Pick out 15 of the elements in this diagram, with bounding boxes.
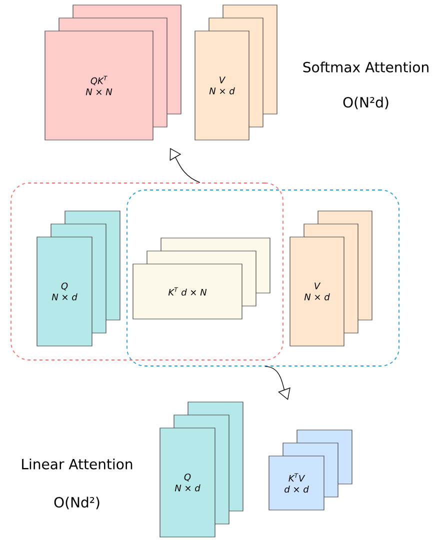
matrix-stack: Q N × d: [36, 210, 120, 346]
matrix-stack: Q N × d: [160, 402, 244, 538]
annotation-text: Softmax Attention: [303, 62, 428, 72]
matrix-stack: QK$^{T}$ N × N: [44, 4, 182, 140]
annotation-text: O(N²d): [343, 96, 388, 110]
matrix-stack: V N × d: [194, 4, 278, 140]
matrix-stack: K$^{T}$ d × N: [132, 238, 270, 320]
annotation-text: O(Nd²): [54, 496, 100, 510]
curved-arrow: [170, 148, 200, 183]
annotation-text: Linear Attention: [22, 458, 132, 470]
group-outline: [10, 182, 284, 360]
curved-arrow: [264, 366, 290, 400]
matrix-stack: K$^{T}$V d × d: [268, 430, 352, 510]
group-outline: [126, 190, 400, 366]
matrix-stack: V N × d: [290, 210, 372, 346]
